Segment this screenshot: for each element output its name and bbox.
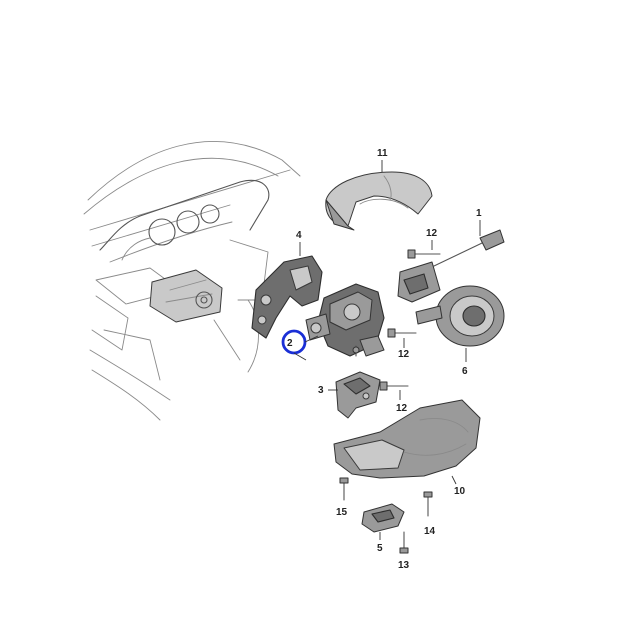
part-13-screw: 13 <box>398 531 410 571</box>
part-5-clip: 5 <box>361 503 405 554</box>
part-15-screw: 15 <box>336 477 349 518</box>
callout-14: 14 <box>424 526 436 537</box>
part-12-bolt-middle: 12 <box>387 328 417 360</box>
part-6-clock-spring: 6 <box>415 285 505 377</box>
part-12-bolt-lower: 12 <box>379 381 409 414</box>
callout-5: 5 <box>377 543 383 554</box>
callout-10: 10 <box>454 486 466 497</box>
callout-12-lower: 12 <box>396 403 408 414</box>
callout-2-highlight: 2 <box>281 329 319 361</box>
callout-4: 4 <box>296 230 302 241</box>
part-12-bolt-upper: 12 <box>407 228 441 259</box>
part-11-upper-shroud: 11 <box>325 148 433 231</box>
callout-12-upper: 12 <box>426 228 438 239</box>
part-4-column-mount: 4 <box>251 230 323 339</box>
callout-12-middle: 12 <box>398 349 410 360</box>
callout-3: 3 <box>318 385 324 396</box>
part-1-stalk-switch: 1 <box>397 208 505 303</box>
part-14-screw: 14 <box>423 491 436 537</box>
part-3-bracket: 3 <box>318 371 381 419</box>
callout-2: 2 <box>287 338 293 349</box>
callout-13: 13 <box>398 560 410 571</box>
dashboard-background <box>83 141 301 421</box>
callout-1: 1 <box>476 208 482 219</box>
part-10-lower-trim: 10 <box>333 399 481 497</box>
part-2-lock-housing <box>305 283 385 357</box>
callout-15: 15 <box>336 507 348 518</box>
callout-6: 6 <box>462 366 468 377</box>
callout-11: 11 <box>377 148 388 159</box>
